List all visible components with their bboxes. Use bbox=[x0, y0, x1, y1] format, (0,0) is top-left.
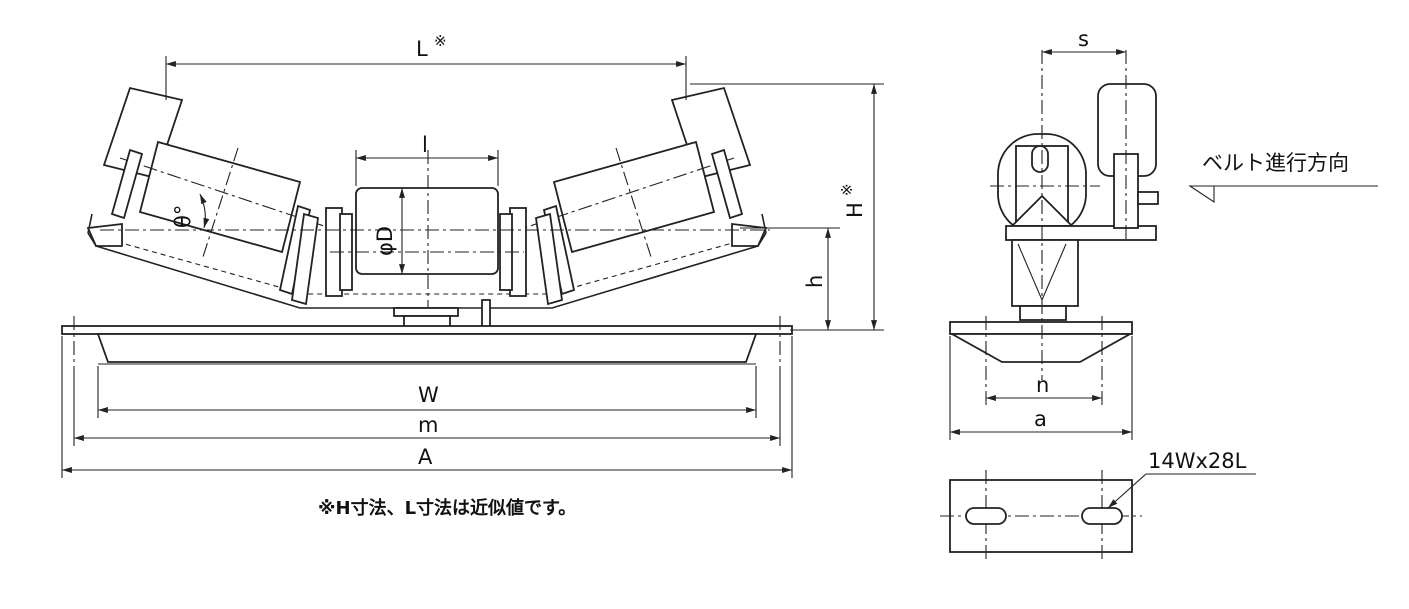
dimension-m: m bbox=[73, 370, 781, 446]
dim-W-label: W bbox=[418, 383, 439, 407]
dimension-theta: θ° bbox=[171, 193, 210, 229]
mounting-slot-right bbox=[1081, 507, 1123, 525]
dim-H-label: H bbox=[843, 202, 867, 218]
dim-D-label: φD bbox=[373, 226, 397, 256]
dimension-a: a bbox=[949, 336, 1133, 440]
dimension-D: φD bbox=[373, 188, 405, 274]
base-frame bbox=[61, 299, 793, 370]
side-view: s n a ベルト進行方向 bbox=[948, 27, 1378, 440]
slot-size-label: 14Wx28L bbox=[1148, 449, 1247, 473]
dimension-h: h bbox=[740, 227, 840, 330]
dim-l-label: l bbox=[422, 133, 428, 157]
belt-direction-arrow: ベルト進行方向 bbox=[1188, 151, 1378, 204]
dim-H-mark: ※ bbox=[838, 183, 856, 196]
dim-theta-label: θ° bbox=[171, 205, 195, 228]
front-view: L ※ l φD θ° H ※ bbox=[61, 32, 884, 519]
dim-s-label: s bbox=[1078, 27, 1089, 51]
dim-A-label: A bbox=[418, 445, 433, 469]
dim-m-label: m bbox=[418, 413, 438, 437]
approx-note: ※H寸法、L寸法は近似値です。 bbox=[318, 497, 576, 519]
dim-a-label: a bbox=[1034, 407, 1047, 431]
dim-h-label: h bbox=[803, 275, 827, 288]
dimension-L: L ※ bbox=[165, 32, 687, 100]
dimension-H: H ※ bbox=[690, 83, 884, 331]
center-roller bbox=[100, 150, 770, 360]
left-wing-roller bbox=[102, 86, 331, 306]
dimension-A: A bbox=[61, 336, 793, 478]
dimension-l: l bbox=[355, 133, 499, 186]
dim-L-label: L bbox=[416, 37, 428, 61]
mounting-slot-left bbox=[965, 507, 1007, 525]
dimension-s: s bbox=[1042, 27, 1126, 55]
dimension-n: n bbox=[986, 373, 1102, 401]
belt-direction-label: ベルト進行方向 bbox=[1202, 151, 1349, 175]
dimension-W: W bbox=[97, 366, 757, 418]
dim-n-label: n bbox=[1036, 373, 1049, 397]
dim-L-mark: ※ bbox=[434, 32, 447, 50]
right-wing-roller bbox=[523, 86, 752, 306]
base-plate-detail: 14Wx28L bbox=[940, 449, 1256, 560]
